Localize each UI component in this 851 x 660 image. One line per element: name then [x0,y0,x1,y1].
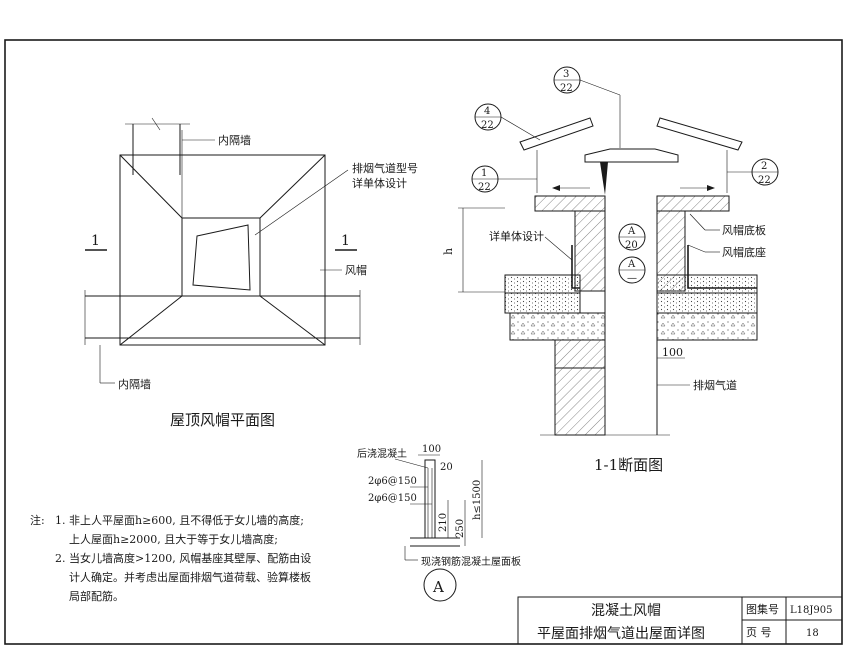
break-line [151,117,161,131]
hood-ridge [119,295,183,346]
detail-dim-100: 100 [422,444,441,455]
roof-layer-right [656,274,758,294]
label-duct-model: 排烟气道型号 [352,161,418,175]
notes-line-2: 上人屋面h≥2000, 且大于等于女儿墙高度; [69,532,278,546]
label-duct-detail: 详单体设计 [352,176,407,190]
svg-text:—: — [627,273,637,284]
hood-slope-right [656,117,743,151]
label-hood-bottom-plate: 风帽底板 [722,223,766,237]
notes-line-1: 1. 非上人平屋面h≥600, 且不得低于女儿墙的高度; [55,513,304,527]
callout-3-22: 3 22 [553,66,621,96]
waterproof-upturn-right [687,245,757,289]
callout-2-22: 2 22 [727,158,779,186]
label-detail: 详单体设计 [489,229,544,243]
callout-A-20: A 20 [618,223,646,251]
detail-post-cast-concrete [424,459,436,539]
detail-mark: A [432,578,444,596]
dim-100: 100 [662,346,683,359]
detail-dim-250: 250 [455,519,466,538]
svg-text:22: 22 [481,120,494,131]
hood-cap [584,148,679,163]
detail-a: 100 后浇混凝土 20 2φ6@150 2φ6@150 210 250 h≤1… [357,444,521,602]
section-mark-right-label: 1 [341,233,350,249]
hood-ridge [119,154,183,219]
label-inner-wall-bottom: 内隔墙 [118,377,151,391]
svg-text:A: A [627,259,636,270]
notes: 注: 1. 非上人平屋面h≥600, 且不得低于女儿墙的高度; 上人屋面h≥20… [30,513,311,603]
notes-line-3: 2. 当女儿墙高度>1200, 风帽基座其壁厚、配筋由设 [55,551,311,565]
hood-bottom-plate-right [656,195,730,212]
roof-slab-left [509,312,606,341]
title-block-page-value: 18 [806,628,819,639]
svg-text:22: 22 [560,83,573,94]
callout-4-22: 4 22 [474,103,541,141]
notes-prefix: 注: [30,513,45,527]
title-block-atlas-label: 图集号 [746,602,779,616]
title-block: 混凝土风帽 平屋面排烟气道出屋面详图 图集号 L18J905 页 号 18 [517,596,843,645]
svg-text:4: 4 [484,106,490,117]
roof-layer-left [504,274,581,294]
detail-dim-h-1500: h≤1500 [472,480,483,520]
hood-ridge [259,154,326,219]
detail-mark-circle [423,568,457,602]
hood-slope-left [519,117,594,151]
hood-ridge [259,295,326,346]
detail-label-post-cast: 后浇混凝土 [357,447,407,460]
label-duct: 排烟气道 [693,378,737,392]
detail-label-slab: 现浇钢筋混凝土屋面板 [421,555,521,568]
label-inner-wall-top: 内隔墙 [218,133,251,147]
svg-text:1: 1 [481,168,487,179]
svg-text:A: A [627,226,636,237]
detail-rebar-1: 2φ6@150 [368,476,417,487]
svg-text:22: 22 [758,175,771,186]
hood-drip [600,162,608,195]
label-hood: 风帽 [345,264,367,277]
duct-wall-lower [554,339,606,436]
hood-outline [119,154,326,346]
notes-line-5: 局部配筋。 [69,589,124,603]
section-mark-left-label: 1 [91,233,100,249]
notes-line-4: 计人确定。并考虑出屋面排烟气道荷载、验算楼板 [69,570,311,584]
title-block-title-1: 混凝土风帽 [591,603,661,619]
sheet-border [4,39,843,645]
title-block-atlas-value: L18J905 [790,605,832,616]
plan-view: 内隔墙 排烟气道型号 详单体设计 风帽 内隔墙 1 1 屋顶风帽平面图 [84,117,418,429]
duct-outline [192,224,251,291]
dim-h: h [442,248,455,255]
title-block-title-2: 平屋面排烟气道出屋面详图 [537,626,705,642]
detail-rebar-2: 2φ6@150 [368,493,417,504]
svg-text:22: 22 [478,182,491,193]
hood-opening [181,217,261,297]
callout-A-local: A — [618,256,646,284]
svg-text:2: 2 [761,161,767,172]
label-hood-base: 风帽底座 [722,245,766,259]
plan-title: 屋顶风帽平面图 [170,411,275,429]
svg-text:3: 3 [563,69,569,80]
waterproof-upturn-left [571,245,580,289]
hood-bottom-plate-left [534,195,606,212]
section-view: h 100 3 22 4 22 1 22 2 [442,66,779,474]
section-title: 1-1断面图 [594,456,663,474]
roof-slab-right [656,312,758,341]
title-block-page-label: 页 号 [746,626,772,639]
svg-text:20: 20 [625,240,638,251]
detail-dim-210: 210 [438,513,449,532]
detail-dim-20: 20 [440,462,453,473]
callout-1-22: 1 22 [471,165,537,193]
